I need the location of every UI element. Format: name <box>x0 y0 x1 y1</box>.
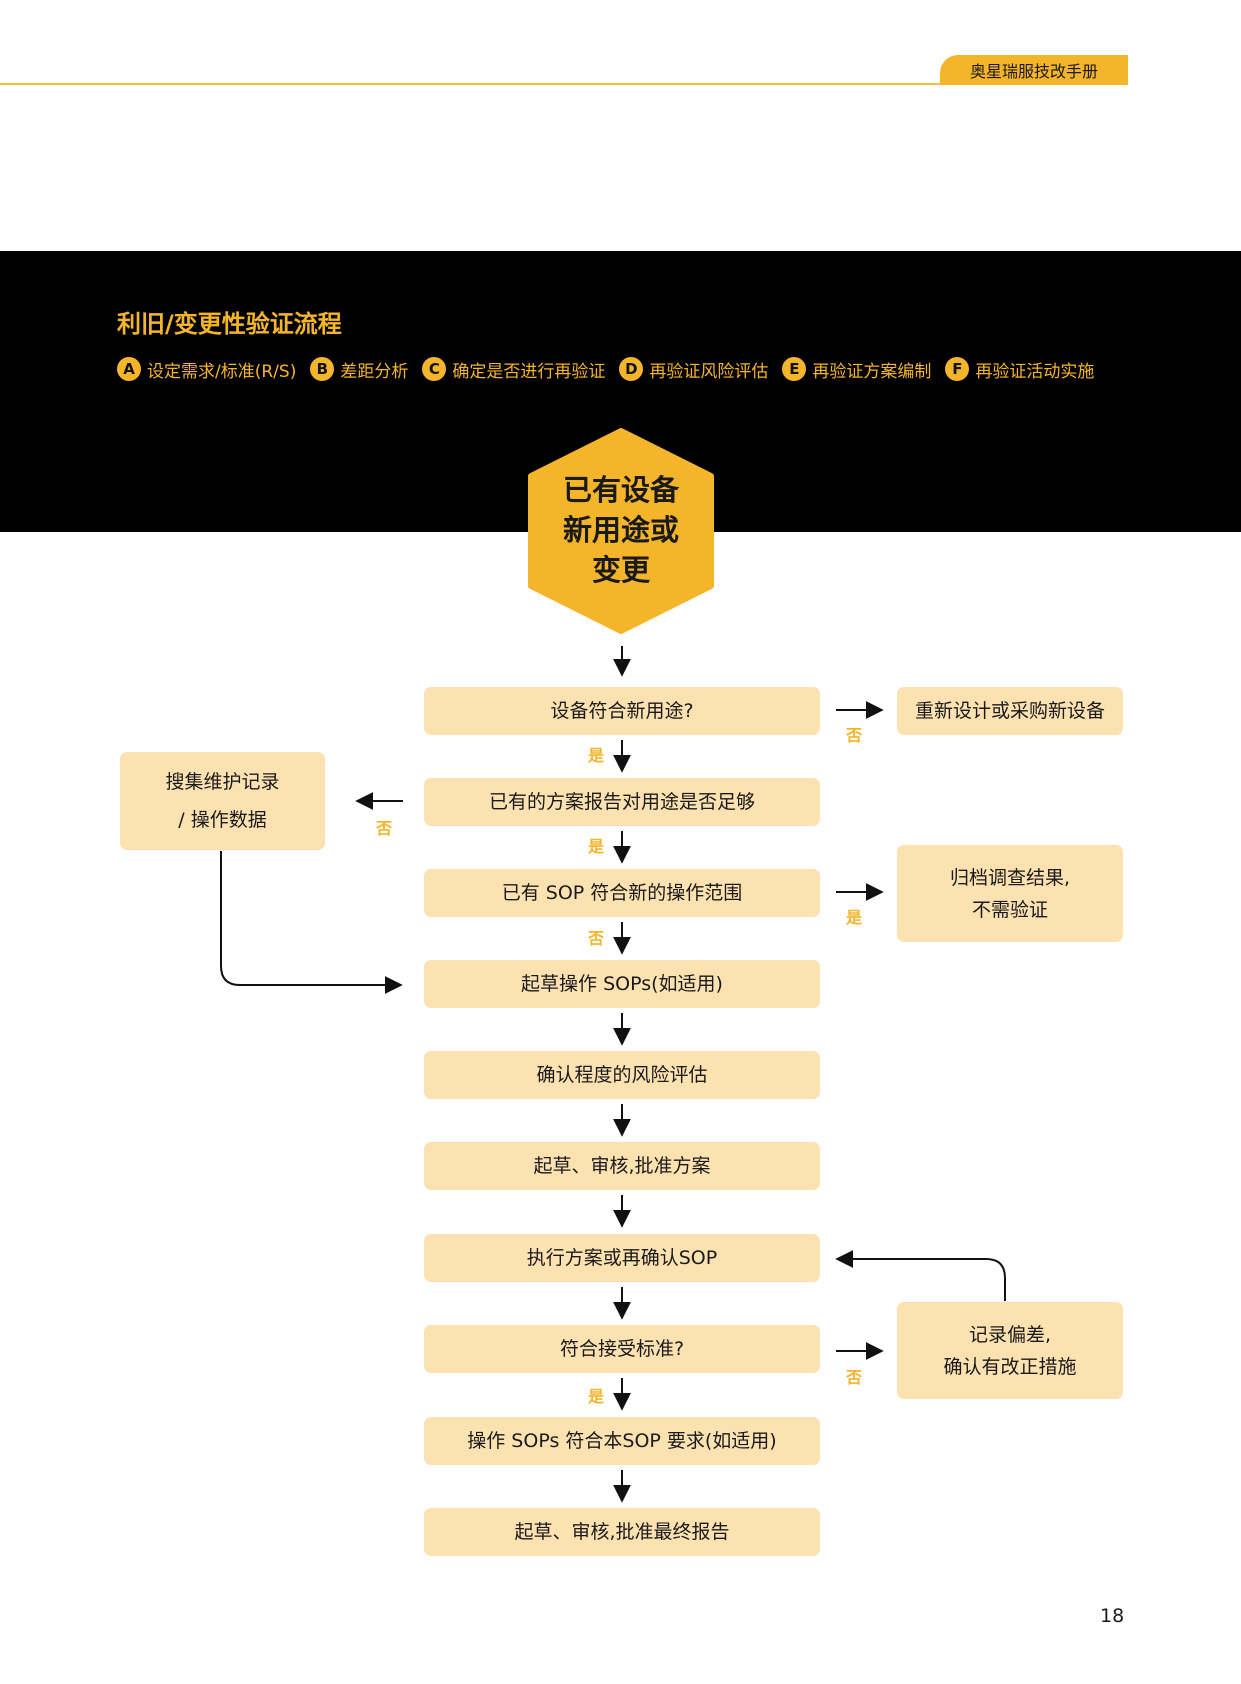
label-no-3: 否 <box>588 929 605 948</box>
legend-badge-c: C <box>422 357 447 381</box>
arrow-collect-to-4 <box>220 851 403 994</box>
start-line-1: 已有设备 <box>562 473 679 507</box>
step-acceptance-criteria: 符合接受标准? <box>424 1325 820 1373</box>
label-no-collect: 否 <box>376 819 393 838</box>
label-yes-archive: 是 <box>846 908 863 927</box>
header-rule <box>0 83 1125 85</box>
side-deviation-line-1: 记录偏差, <box>968 1323 1052 1346</box>
step-equipment-fit: 设备符合新用途? <box>424 687 820 735</box>
side-archive-line-1: 归档调查结果, <box>949 866 1071 889</box>
side-collect-line-2: / 操作数据 <box>178 809 267 831</box>
legend-badge-f: F <box>945 357 970 381</box>
legend-item-b: B 差距分析 <box>310 357 408 382</box>
legend-item-d: D 再验证风险评估 <box>619 357 768 382</box>
label-yes-2: 是 <box>588 837 605 856</box>
side-archive: 归档调查结果, 不需验证 <box>897 845 1123 942</box>
legend-text-b: 差距分析 <box>340 361 409 382</box>
step-approve-protocol: 起草、审核,批准方案 <box>424 1142 820 1190</box>
step-protocol-sufficient: 已有的方案报告对用途是否足够 <box>424 778 820 826</box>
legend-text-c: 确定是否进行再验证 <box>452 361 606 382</box>
label-yes-8: 是 <box>588 1387 605 1406</box>
start-line-2: 新用途或 <box>562 513 679 547</box>
label-no-deviation: 否 <box>846 1368 863 1387</box>
side-deviation-line-2: 确认有改正措施 <box>943 1355 1077 1378</box>
start-node-text: 已有设备 新用途或 变更 <box>528 470 714 590</box>
legend-text-a: 设定需求/标准(R/S) <box>147 361 297 382</box>
flow-title: 利旧/变更性验证流程 <box>117 310 342 338</box>
legend-text-d: 再验证风险评估 <box>649 361 769 382</box>
arrow-deviation-to-7 <box>835 1250 1006 1301</box>
header-tag: 奥星瑞服技改手册 <box>940 55 1128 85</box>
start-line-3: 变更 <box>591 553 650 587</box>
phase-legend: A 设定需求/标准(R/S) B 差距分析 C 确定是否进行再验证 D 再验证风… <box>117 356 1108 382</box>
legend-text-f: 再验证活动实施 <box>975 361 1095 382</box>
legend-item-e: E 再验证方案编制 <box>782 357 931 382</box>
legend-item-f: F 再验证活动实施 <box>945 357 1094 382</box>
side-redesign: 重新设计或采购新设备 <box>897 687 1123 735</box>
step-execute-protocol: 执行方案或再确认SOP <box>424 1234 820 1282</box>
step-sop-fit: 已有 SOP 符合新的操作范围 <box>424 869 820 917</box>
legend-badge-b: B <box>310 357 335 381</box>
legend-badge-a: A <box>117 357 141 381</box>
legend-badge-e: E <box>782 357 807 381</box>
legend-text-e: 再验证方案编制 <box>812 361 932 382</box>
step-risk-assessment: 确认程度的风险评估 <box>424 1051 820 1099</box>
side-deviation: 记录偏差, 确认有改正措施 <box>897 1302 1123 1399</box>
legend-item-a: A 设定需求/标准(R/S) <box>117 357 296 382</box>
page-number: 18 <box>1100 1605 1125 1627</box>
step-final-report: 起草、审核,批准最终报告 <box>424 1508 820 1556</box>
side-collect-records: 搜集维护记录 / 操作数据 <box>120 752 325 850</box>
step-sops-compliant: 操作 SOPs 符合本SOP 要求(如适用) <box>424 1417 820 1465</box>
step-draft-sops: 起草操作 SOPs(如适用) <box>424 960 820 1008</box>
label-no-redesign: 否 <box>846 726 863 745</box>
legend-item-c: C 确定是否进行再验证 <box>422 357 605 382</box>
start-hexagon <box>528 428 714 634</box>
label-yes-1: 是 <box>588 746 605 765</box>
legend-badge-d: D <box>619 357 644 381</box>
side-collect-line-1: 搜集维护记录 <box>165 771 280 793</box>
side-archive-line-2: 不需验证 <box>971 898 1048 921</box>
